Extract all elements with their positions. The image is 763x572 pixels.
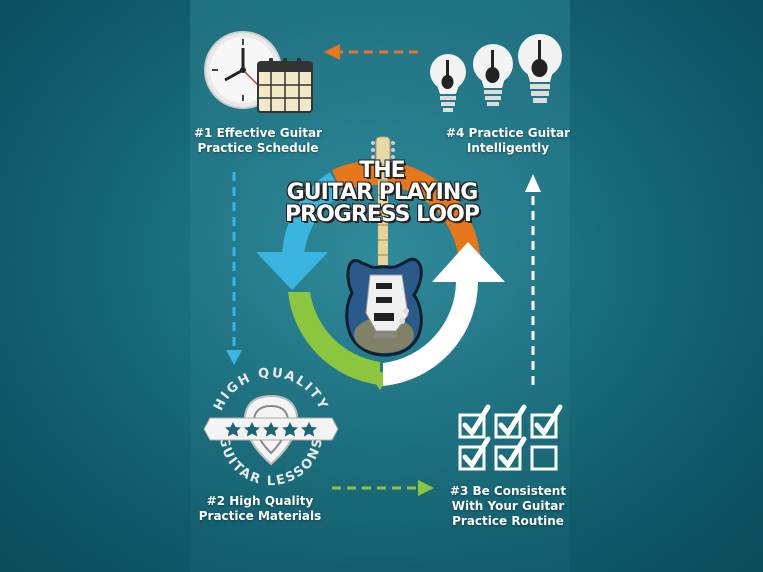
checkmark-icon	[462, 404, 563, 468]
electric-guitar-icon	[345, 136, 423, 357]
star-icon	[225, 422, 317, 437]
calendar-icon	[257, 58, 313, 113]
lightbulb-guitar-icon	[430, 54, 466, 112]
checklist-icon	[458, 404, 563, 471]
checkbox-icon	[458, 413, 558, 471]
diagram-title: THE GUITAR PLAYING PROGRESS LOOP	[285, 158, 480, 227]
lightbulb-guitar-icon	[473, 44, 513, 106]
lightbulb-guitar-icon	[518, 34, 562, 103]
guitar-pick-badge-icon: HIGH QUALITY GUITAR LESSONS	[203, 366, 339, 489]
